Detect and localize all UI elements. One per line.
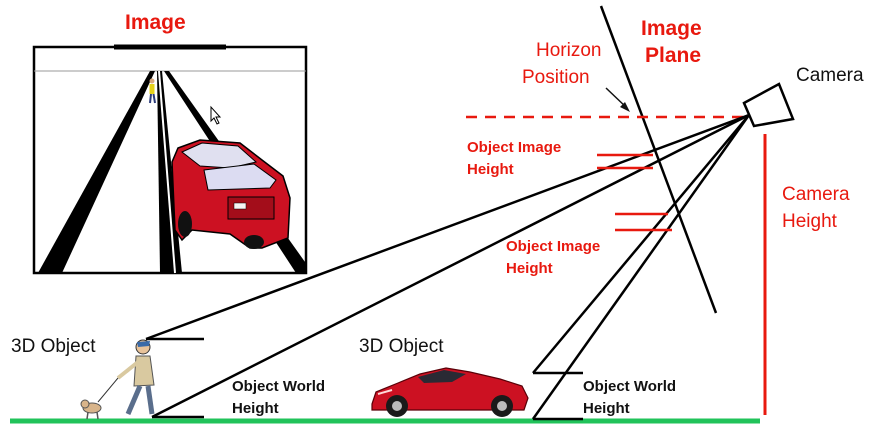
object-3d-person-label: 3D Object bbox=[11, 336, 96, 357]
camera-icon bbox=[742, 82, 795, 128]
horizon-label-line1: Horizon bbox=[536, 40, 602, 61]
cursor-icon bbox=[210, 105, 222, 125]
object-world-height-2-line1: Object World bbox=[583, 378, 677, 395]
camera-label: Camera bbox=[796, 65, 864, 86]
projection-line-car-top bbox=[532, 114, 750, 374]
sports-car-figure bbox=[371, 367, 529, 417]
object-image-height-1-line2: Height bbox=[467, 161, 514, 178]
horizon-label-line2: Position bbox=[522, 67, 590, 88]
image-inset bbox=[32, 44, 308, 275]
projection-line-person-top bbox=[145, 113, 750, 341]
pedestrian-figure bbox=[149, 78, 156, 104]
projection-line-car-bottom bbox=[531, 114, 751, 420]
object-image-height-1-line1: Object Image bbox=[467, 139, 562, 156]
car-in-image bbox=[171, 139, 291, 249]
object-image-height-2-line2: Height bbox=[506, 260, 553, 277]
object-world-height-1-line2: Height bbox=[232, 400, 279, 417]
road-left-edge bbox=[38, 71, 155, 273]
person-with-dog-figure bbox=[80, 339, 155, 420]
object-world-height-1-line1: Object World bbox=[232, 378, 326, 395]
object-3d-car-label: 3D Object bbox=[359, 336, 444, 357]
image-plane-label-line2: Plane bbox=[645, 44, 702, 67]
horizon-pointer-arrowhead bbox=[620, 102, 630, 112]
camera-height-label-line1: Camera bbox=[782, 184, 850, 205]
object-world-height-2-line2: Height bbox=[583, 400, 630, 417]
camera-height-label-line2: Height bbox=[782, 211, 837, 232]
image-title: Image bbox=[125, 11, 186, 34]
object-image-height-2-line1: Object Image bbox=[506, 238, 601, 255]
projection-line-person-bottom bbox=[151, 113, 750, 419]
image-plane-label-line1: Image bbox=[641, 17, 702, 40]
